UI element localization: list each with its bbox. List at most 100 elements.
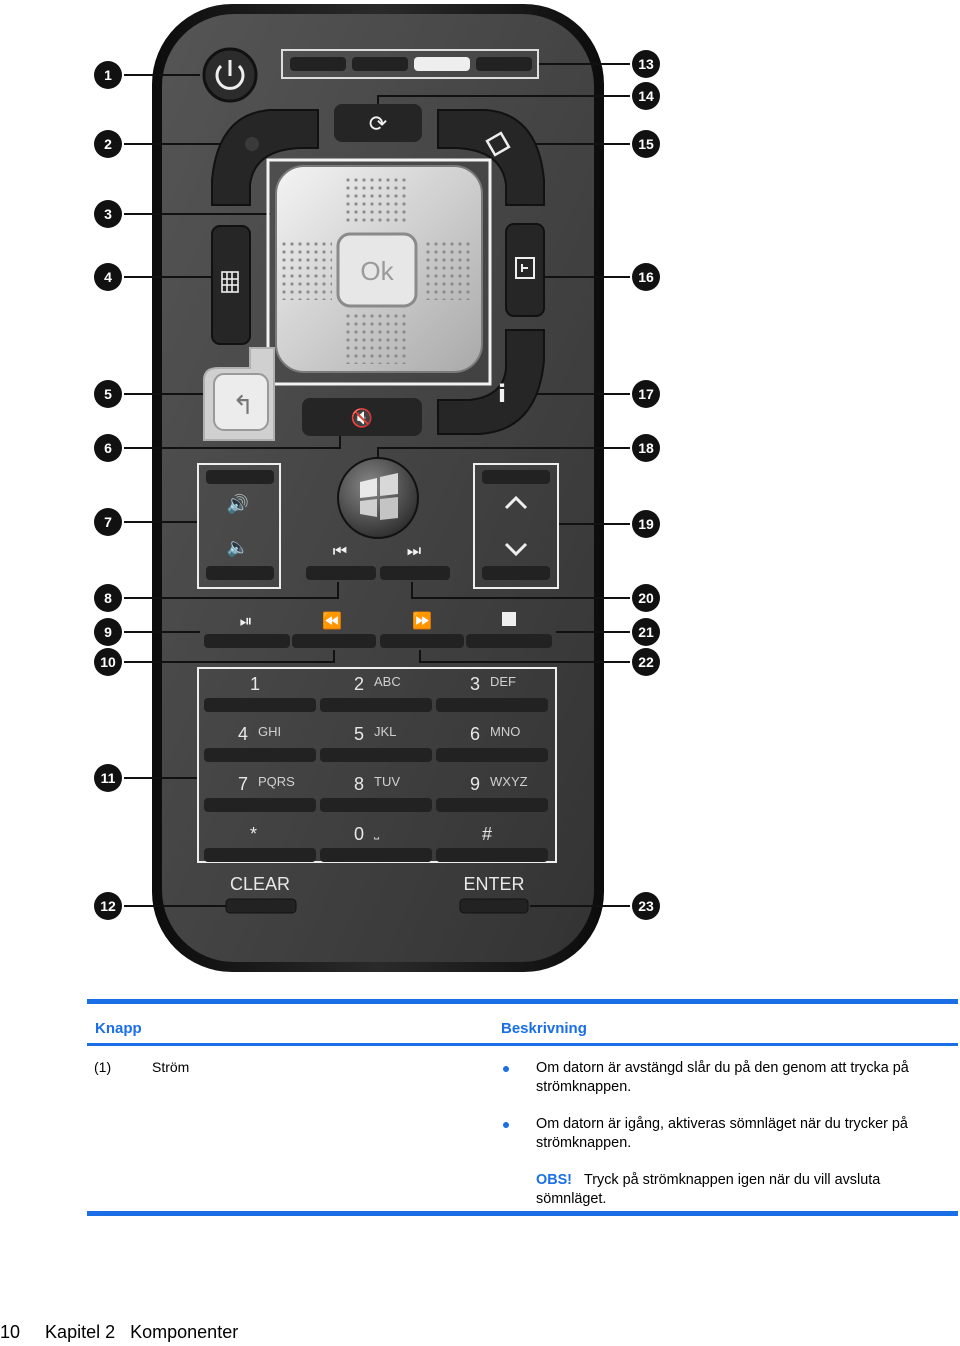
key-digit: # — [482, 824, 492, 844]
callout-circle — [94, 130, 122, 158]
keypad-key[interactable] — [436, 848, 548, 862]
key-digit: * — [250, 824, 257, 844]
callout-number: 3 — [104, 206, 112, 222]
rewind-icon: ⏪ — [322, 611, 342, 630]
page-footer: 10 Kapitel 2 Komponenter — [0, 1322, 238, 1343]
callout-circle — [632, 263, 660, 291]
record-tv-icon — [245, 137, 259, 151]
windows-media-center-button[interactable] — [337, 457, 419, 539]
note-label: OBS! — [536, 1172, 572, 1188]
callout-lines — [124, 63, 630, 907]
keypad-key[interactable] — [320, 698, 432, 712]
skip-forward-icon: ⏭ — [407, 541, 421, 560]
chapter-title: Komponenter — [130, 1322, 239, 1342]
volume-down-icon: 🔈 — [227, 537, 249, 558]
keypad-key[interactable] — [320, 848, 432, 862]
key-letters: WXYZ — [490, 774, 528, 789]
callout-number: 16 — [638, 269, 654, 285]
replay-button[interactable] — [334, 104, 422, 142]
channel-down-button[interactable] — [482, 566, 550, 580]
volume-up-button[interactable] — [206, 470, 274, 484]
windows-logo-icon — [360, 473, 398, 520]
callout-circle — [94, 764, 122, 792]
callout-number: 15 — [638, 136, 654, 152]
stop-icon — [502, 612, 516, 626]
key-letters: TUV — [374, 774, 400, 789]
callout-circle — [94, 892, 122, 920]
keypad-key[interactable] — [436, 798, 548, 812]
key-letters: GHI — [258, 724, 281, 739]
key-letters: MNO — [490, 724, 520, 739]
record-tv-button[interactable] — [211, 109, 319, 206]
keypad-key[interactable] — [436, 698, 548, 712]
callout-circle — [94, 648, 122, 676]
nav-up[interactable] — [346, 174, 408, 224]
info-button[interactable] — [437, 329, 545, 435]
callout-number: 22 — [638, 654, 654, 670]
keypad-key[interactable] — [204, 698, 316, 712]
nav-left[interactable] — [282, 240, 332, 300]
key-letters: PQRS — [258, 774, 295, 789]
key-digit: 7 — [238, 774, 248, 794]
key-letters: ⎵ — [374, 824, 380, 839]
live-tv-icon — [485, 131, 511, 157]
keypad-key[interactable] — [436, 748, 548, 762]
callout-circle — [94, 200, 122, 228]
row-number: (1) — [94, 1059, 112, 1075]
enter-button[interactable] — [459, 898, 529, 914]
ok-label: Ok — [360, 256, 394, 286]
volume-down-button[interactable] — [206, 566, 274, 580]
channel-up-button[interactable] — [482, 470, 550, 484]
keypad-key[interactable] — [204, 798, 316, 812]
play-pause-button[interactable] — [204, 634, 290, 648]
keypad-key[interactable] — [320, 798, 432, 812]
clear-button[interactable] — [225, 898, 297, 914]
callout-circle — [632, 50, 660, 78]
rewind-button[interactable] — [292, 634, 376, 648]
key-letters: ABC — [374, 674, 401, 689]
skip-forward-button[interactable] — [380, 566, 450, 580]
callout-circle — [94, 584, 122, 612]
callout-circle — [632, 380, 660, 408]
stop-button[interactable] — [466, 634, 552, 648]
mute-button[interactable] — [302, 398, 422, 436]
key-digit: 0 — [354, 824, 364, 844]
mute-icon: 🔇 — [351, 407, 373, 429]
callout-circle — [94, 508, 122, 536]
chapter-label: Kapitel 2 — [45, 1322, 116, 1342]
nav-right[interactable] — [424, 240, 474, 300]
callout-number: 10 — [100, 654, 116, 670]
keypad-key[interactable] — [204, 748, 316, 762]
fast-forward-button[interactable] — [380, 634, 464, 648]
key-digit: 2 — [354, 674, 364, 694]
live-tv-button[interactable] — [437, 109, 545, 206]
key-digit: 4 — [238, 724, 248, 744]
volume-up-icon: 🔊 — [227, 493, 249, 515]
row-button-name: Ström — [152, 1059, 190, 1075]
clear-label: CLEAR — [230, 874, 290, 894]
callout-number: 14 — [638, 88, 654, 104]
callout-circle — [94, 61, 122, 89]
callout-number: 2 — [104, 136, 112, 152]
channel-group-frame — [473, 463, 559, 589]
key-letters: DEF — [490, 674, 516, 689]
callout-number: 11 — [101, 770, 116, 786]
callout-number: 20 — [638, 590, 654, 606]
keypad-key[interactable] — [320, 748, 432, 762]
note: OBS! Tryck på strömknappen igen när du v… — [536, 1171, 946, 1209]
nav-down[interactable] — [346, 314, 408, 364]
keypad-key[interactable] — [204, 848, 316, 862]
color-buttons[interactable] — [290, 57, 532, 71]
table-bottom-rule — [87, 1211, 958, 1216]
bullet-marker — [503, 1066, 509, 1072]
back-button[interactable] — [213, 373, 269, 431]
callout-number: 6 — [104, 440, 112, 456]
info-icon: i — [498, 380, 506, 408]
key-digit: 9 — [470, 774, 480, 794]
callout-circle — [632, 510, 660, 538]
ok-button[interactable] — [336, 232, 418, 308]
skip-back-button[interactable] — [306, 566, 376, 580]
dvd-menu-button[interactable] — [505, 223, 545, 317]
key-digit: 5 — [354, 724, 364, 744]
table-header: Knapp Beskrivning — [87, 1004, 958, 1043]
